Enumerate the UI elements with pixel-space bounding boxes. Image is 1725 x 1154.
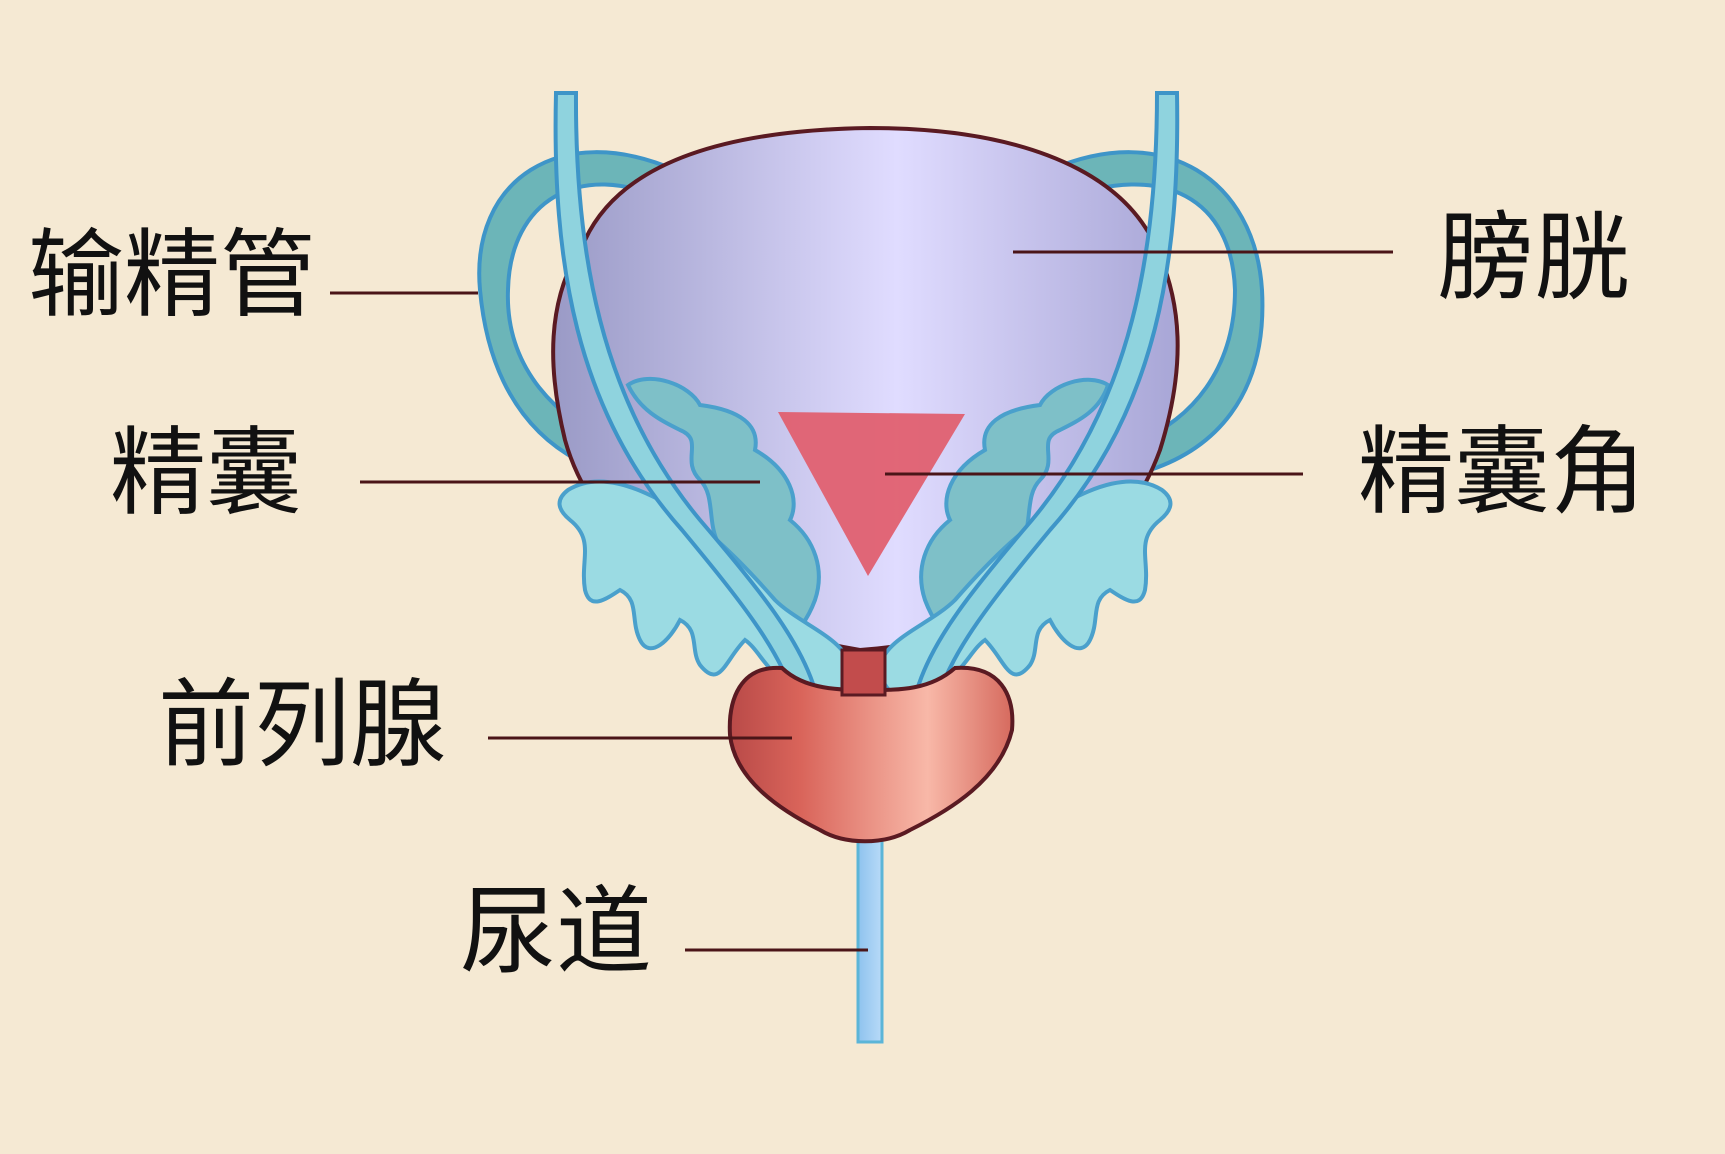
- label-vas-deferens: 输精管: [28, 219, 316, 331]
- label-urethra: 尿道: [460, 876, 652, 988]
- prostate-neck: [840, 648, 887, 697]
- trigone-shape: [778, 412, 965, 576]
- label-prostate: 前列腺: [158, 669, 446, 781]
- label-trigone: 精囊角: [1358, 416, 1646, 528]
- prostate-shape: [727, 665, 1015, 844]
- urethra-tube: [856, 818, 884, 1044]
- label-bladder: 膀胱: [1438, 202, 1630, 314]
- label-seminal-vesicle: 精囊: [110, 417, 302, 529]
